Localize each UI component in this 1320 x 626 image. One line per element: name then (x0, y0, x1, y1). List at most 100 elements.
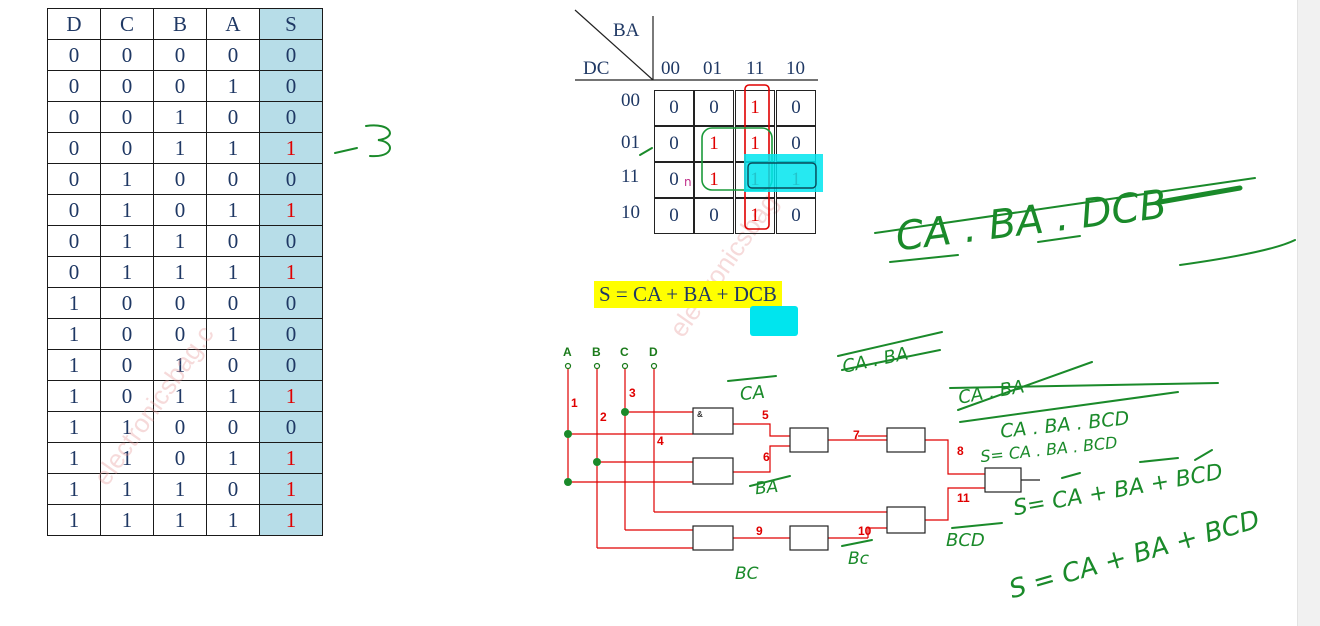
input-cell: 1 (206, 132, 260, 164)
handwritten-bc-bar: Bc (848, 549, 870, 569)
wire-label-3: 3 (629, 386, 636, 400)
kmap-cell: 1 (694, 126, 734, 162)
kmap-cell: 0 (776, 90, 816, 126)
input-cell: 0 (206, 349, 260, 381)
wire-label-7: 7 (853, 428, 860, 442)
wire-label-9: 9 (756, 524, 763, 538)
handwritten-ba: BA (754, 476, 780, 500)
input-cell: 0 (47, 101, 101, 133)
input-cell: 1 (206, 442, 260, 474)
gate-1 (692, 407, 734, 435)
junction-dots (564, 408, 629, 486)
input-cell: 1 (47, 287, 101, 319)
circuit (567, 368, 985, 549)
wire-label-11: 11 (957, 491, 970, 505)
kmap-col-11: 11 (746, 58, 765, 79)
kmap-cell: 1 (735, 90, 775, 126)
svg-text:n: n (684, 175, 692, 189)
kmap-cell: 0 (654, 90, 694, 126)
handwritten-bcd: BCD (946, 530, 985, 551)
input-cell: 0 (153, 411, 207, 443)
group-dcb-box (747, 162, 817, 189)
output-cell: 0 (259, 163, 323, 195)
input-label-a: A (563, 345, 572, 359)
output-cell: 0 (259, 39, 323, 71)
handwriting-strokes (334, 124, 1296, 547)
input-cell: 0 (153, 39, 207, 71)
and-gates (692, 407, 1022, 551)
input-cell: 1 (153, 504, 207, 536)
input-cell: 1 (206, 318, 260, 350)
kmap-col-01: 01 (703, 58, 722, 79)
input-cell: 1 (47, 442, 101, 474)
gate-3 (789, 427, 829, 453)
header-d: D (47, 8, 101, 40)
input-cell: 0 (206, 473, 260, 505)
wire-label-5: 5 (762, 408, 769, 422)
kmap-cell: 0 (694, 90, 734, 126)
output-cell: 1 (259, 473, 323, 505)
kmap-row-00: 00 (621, 90, 640, 111)
gate-d (886, 506, 926, 534)
kmap-cell: 1 (694, 162, 734, 198)
input-cell: 0 (100, 380, 154, 412)
kmap-cell: 0 (654, 162, 694, 198)
input-cell: 0 (153, 287, 207, 319)
vertical-scrollbar[interactable] (1297, 0, 1320, 626)
input-pins (564, 362, 658, 370)
expr-cyan-mark (750, 306, 798, 336)
input-cell: 0 (47, 132, 101, 164)
kmap-cell: 0 (776, 198, 816, 234)
wire-label-4: 4 (657, 434, 664, 448)
output-cell: 1 (259, 132, 323, 164)
output-cell: 0 (259, 101, 323, 133)
input-cell: 0 (206, 411, 260, 443)
kmap-row-10: 10 (621, 202, 640, 223)
truth-table-header: D C B A S (47, 8, 323, 40)
gate-2 (692, 457, 734, 485)
input-cell: 1 (153, 380, 207, 412)
kmap-col-var: BA (613, 20, 640, 41)
input-cell: 0 (153, 318, 207, 350)
wire-label-8: 8 (957, 444, 964, 458)
gate-final (984, 467, 1022, 493)
kmap-lines (574, 9, 818, 81)
input-cell: 0 (47, 70, 101, 102)
kmap-row-11: 11 (621, 166, 640, 187)
handwritten-ca: CA (738, 381, 766, 406)
input-cell: 1 (206, 256, 260, 288)
input-cell: 1 (47, 349, 101, 381)
wire-label-1: 1 (571, 396, 578, 410)
input-cell: 0 (100, 39, 154, 71)
output-cell: 1 (259, 504, 323, 536)
output-cell: 0 (259, 349, 323, 381)
kmap-cell: 1 (735, 198, 775, 234)
input-cell: 1 (206, 504, 260, 536)
input-cell: 0 (100, 101, 154, 133)
input-cell: 0 (47, 194, 101, 226)
boolean-expression: S = CA + BA + DCB (594, 281, 782, 308)
kmap-row-var: DC (583, 58, 610, 79)
wire-label-2: 2 (600, 410, 607, 424)
gate-bc-not (789, 525, 829, 551)
gate-bc (692, 525, 734, 551)
input-cell: 0 (100, 70, 154, 102)
output-cell: 0 (259, 287, 323, 319)
gate-4 (886, 427, 926, 453)
input-label-b: B (592, 345, 601, 359)
input-cell: 1 (153, 132, 207, 164)
output-cell: 0 (259, 225, 323, 257)
input-cell: 1 (153, 101, 207, 133)
